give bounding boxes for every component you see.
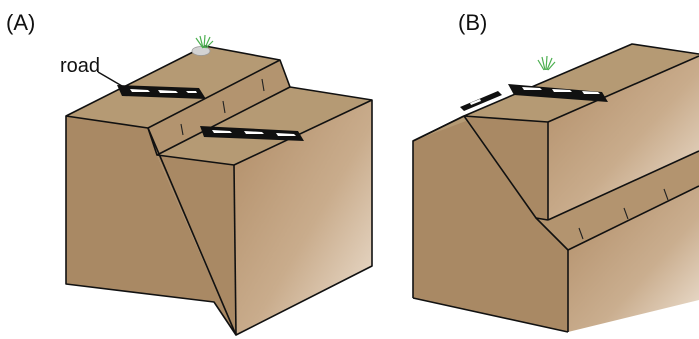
panel-b-bench-side [568, 186, 699, 332]
panel-a-lower-side [234, 100, 372, 335]
panel-a: (A) road [6, 10, 373, 336]
panel-a-outline [65, 45, 373, 336]
panel-a-stone [191, 46, 211, 56]
panel-b-bench-scarp [536, 151, 699, 250]
panel-b-upper-top [464, 44, 699, 122]
panel-a-upper-front [66, 116, 236, 335]
panel-a-scarp-ticks [180, 78, 265, 136]
panel-b-scarp-ticks [578, 188, 669, 240]
panel-a-lower-top [157, 87, 372, 165]
panel-b-grass-icon [537, 55, 556, 71]
panel-a-road-label: road [60, 55, 100, 77]
panel-b: (B) [412, 10, 699, 333]
panel-a-road-leader [97, 71, 123, 87]
panel-b-upper-side [548, 55, 699, 220]
panel-a-fault-line [147, 127, 237, 336]
panel-a-label: (A) [6, 10, 35, 35]
panel-b-upper-front [464, 116, 548, 220]
panel-b-label: (B) [458, 10, 487, 35]
panel-a-upper-top [66, 46, 280, 128]
panel-b-left-front [413, 121, 568, 332]
panel-a-fault-scarp [148, 60, 290, 155]
panel-a-grass-icon [195, 34, 214, 49]
